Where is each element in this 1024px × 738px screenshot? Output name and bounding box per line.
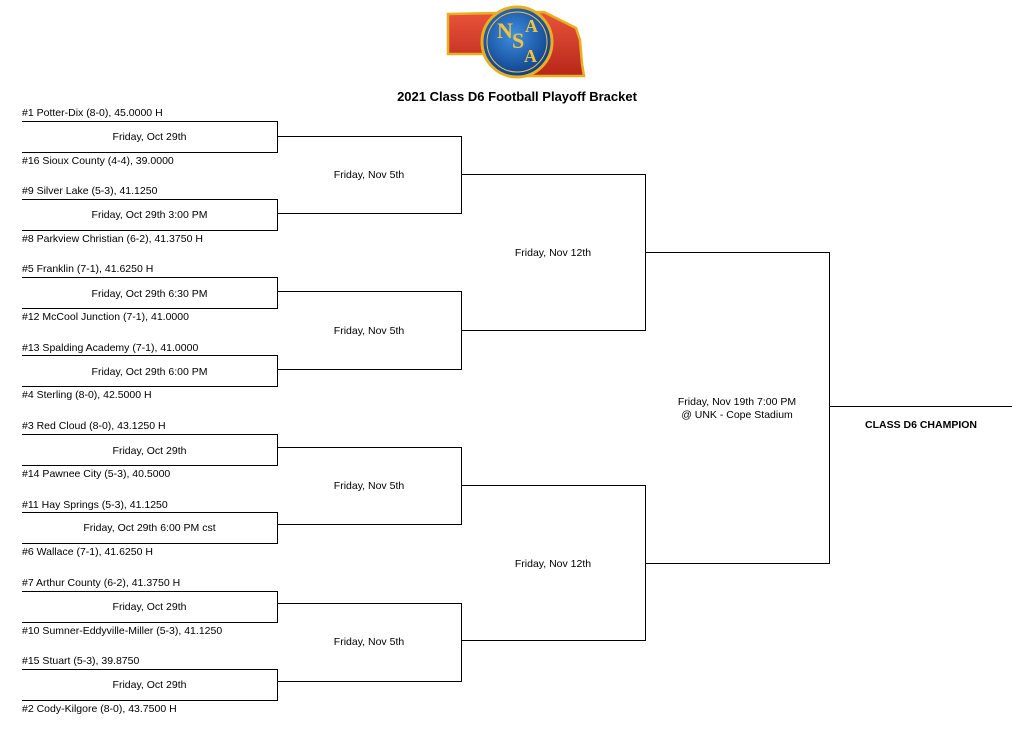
bracket-title: 2021 Class D6 Football Playoff Bracket <box>397 89 637 104</box>
game-date-r3-1: Friday, Nov 12th <box>514 247 592 259</box>
team-seed-1: #1 Potter-Dix (8-0), 45.0000 H <box>22 107 163 119</box>
team-seed-16: #16 Sioux County (4-4), 39.0000 <box>22 155 174 167</box>
game-date-r2-4: Friday, Nov 5th <box>333 636 405 648</box>
team-seed-8: #8 Parkview Christian (6-2), 41.3750 H <box>22 233 203 245</box>
bracket-line-g3 <box>22 277 278 309</box>
game-date-r2-2: Friday, Nov 5th <box>333 325 405 337</box>
team-seed-12: #12 McCool Junction (7-1), 41.0000 <box>22 311 189 323</box>
logo-letter-a2: A <box>524 46 537 66</box>
bracket-line-g7 <box>22 591 278 623</box>
team-seed-10: #10 Sumner-Eddyville-Miller (5-3), 41.12… <box>22 625 223 637</box>
nsaa-logo: N S A A <box>446 5 586 79</box>
team-seed-13: #13 Spalding Academy (7-1), 41.0000 <box>22 342 199 354</box>
bracket-line-g5 <box>22 434 278 466</box>
team-seed-5: #5 Franklin (7-1), 41.6250 H <box>22 263 154 275</box>
team-seed-11: #11 Hay Springs (5-3), 41.1250 <box>22 499 168 511</box>
logo-circle <box>480 5 554 79</box>
game-date-r2-1: Friday, Nov 5th <box>333 169 405 181</box>
game-date-r1-5: Friday, Oct 29th <box>112 445 187 457</box>
champion-label: CLASS D6 CHAMPION <box>864 419 977 431</box>
game-date-r1-3: Friday, Oct 29th 6:30 PM <box>91 288 208 300</box>
team-seed-9: #9 Silver Lake (5-3), 41.1250 <box>22 185 158 197</box>
game-date-r1-4: Friday, Oct 29th 6:00 PM <box>91 366 208 378</box>
team-seed-14: #14 Pawnee City (5-3), 40.5000 <box>22 468 171 480</box>
game-date-r1-7: Friday, Oct 29th <box>112 601 187 613</box>
game-date-r1-8: Friday, Oct 29th <box>112 679 187 691</box>
team-seed-4: #4 Sterling (8-0), 42.5000 H <box>22 389 152 401</box>
logo-letter-s: S <box>512 28 524 53</box>
logo-letter-n: N <box>497 18 513 43</box>
game-date-r1-2: Friday, Oct 29th 3:00 PM <box>91 209 208 221</box>
bracket-line-final <box>645 252 830 564</box>
bracket-line-g8 <box>22 669 278 701</box>
bracket-line-g6 <box>22 512 278 544</box>
final-venue: @ UNK - Cope Stadium <box>681 409 793 421</box>
team-seed-2: #2 Cody-Kilgore (8-0), 43.7500 H <box>22 703 177 715</box>
game-date-r1-1: Friday, Oct 29th <box>112 131 187 143</box>
final-date: Friday, Nov 19th 7:00 PM <box>677 396 797 408</box>
logo-letter-a1: A <box>525 16 538 36</box>
team-seed-7: #7 Arthur County (6-2), 41.3750 H <box>22 577 181 589</box>
game-date-r2-3: Friday, Nov 5th <box>333 480 405 492</box>
game-date-r3-2: Friday, Nov 12th <box>514 558 592 570</box>
game-date-r1-6: Friday, Oct 29th 6:00 PM cst <box>83 522 216 534</box>
team-seed-6: #6 Wallace (7-1), 41.6250 H <box>22 546 153 558</box>
team-seed-15: #15 Stuart (5-3), 39.8750 <box>22 655 140 667</box>
bracket-line-r2-4 <box>277 603 462 682</box>
bracket-line-g4 <box>22 355 278 387</box>
bracket-line-g2 <box>22 199 278 231</box>
team-seed-3: #3 Red Cloud (8-0), 43.1250 H <box>22 420 166 432</box>
